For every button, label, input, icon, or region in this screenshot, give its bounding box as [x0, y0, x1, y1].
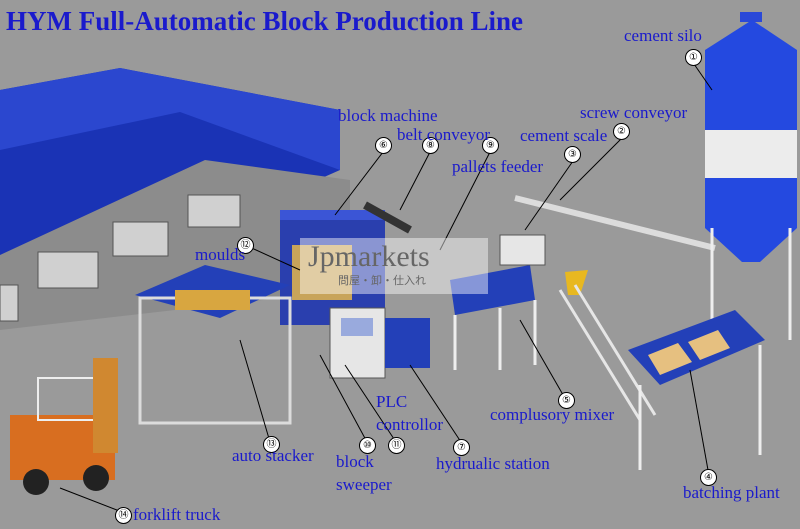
label-moulds: moulds: [195, 245, 246, 264]
callout-number-8: ⑧: [422, 137, 439, 154]
auto-stacker: [135, 265, 292, 425]
callout-number-6: ⑥: [375, 137, 392, 154]
callout-number-12: ⑫: [237, 237, 254, 254]
label-plc-controllor: PLC controllor: [376, 392, 444, 434]
label-compulsory-mixer: complusory mixer: [490, 405, 615, 424]
block-machine: [280, 210, 385, 325]
label-auto-stacker: auto stacker: [232, 446, 314, 465]
hydraulic-station: [385, 318, 430, 368]
label-cement-scale: cement scale: [520, 126, 608, 145]
label-batching-plant: batching plant: [683, 483, 780, 502]
label-block-sweeper: block sweeper: [336, 452, 392, 494]
screw-conveyor-pipe: [514, 195, 716, 251]
label-screw-conveyor: screw conveyor: [580, 103, 688, 122]
compulsory-mixer: [450, 265, 537, 370]
plc-cabinet: [329, 307, 386, 379]
callout-number-7: ⑦: [453, 439, 470, 456]
callout-number-9: ⑨: [482, 137, 499, 154]
watermark-subtext: 問屋・卸・仕入れ: [338, 275, 426, 287]
callout-number-5: ⑤: [558, 392, 575, 409]
callout-number-2: ②: [613, 123, 630, 140]
label-block-machine: block machine: [338, 106, 438, 125]
leader-lines: [59, 63, 713, 513]
label-forklift-truck: forklift truck: [133, 505, 221, 524]
callout-number-1: ①: [685, 49, 702, 66]
cement-scale: [499, 234, 588, 295]
label-pallets-feeder: pallets feeder: [452, 157, 544, 176]
diagram-title: HYM Full-Automatic Block Production Line: [6, 6, 523, 36]
cement-silo: [705, 12, 797, 340]
label-belt-conveyor: belt conveyor: [397, 125, 490, 144]
callout-number-4: ④: [700, 469, 717, 486]
block-stacks: [0, 194, 241, 322]
watermark: Jpmarkets 問屋・卸・仕入れ: [300, 238, 488, 294]
belt-conveyor: [363, 201, 412, 234]
label-hydraulic-station: hydrualic station: [436, 454, 550, 473]
callout-number-10: ⑩: [359, 437, 376, 454]
callout-number-13: ⑬: [263, 436, 280, 453]
watermark-logo-text: Jpmarkets: [308, 240, 430, 273]
callout-number-14: ⑭: [115, 507, 132, 524]
batching-plant: [628, 310, 765, 470]
label-cement-silo: cement silo: [624, 26, 702, 45]
callout-number-3: ③: [564, 146, 581, 163]
callout-number-11: ⑪: [388, 437, 405, 454]
forklift-truck: [10, 358, 118, 495]
incline-belt-conveyor: [558, 284, 657, 421]
